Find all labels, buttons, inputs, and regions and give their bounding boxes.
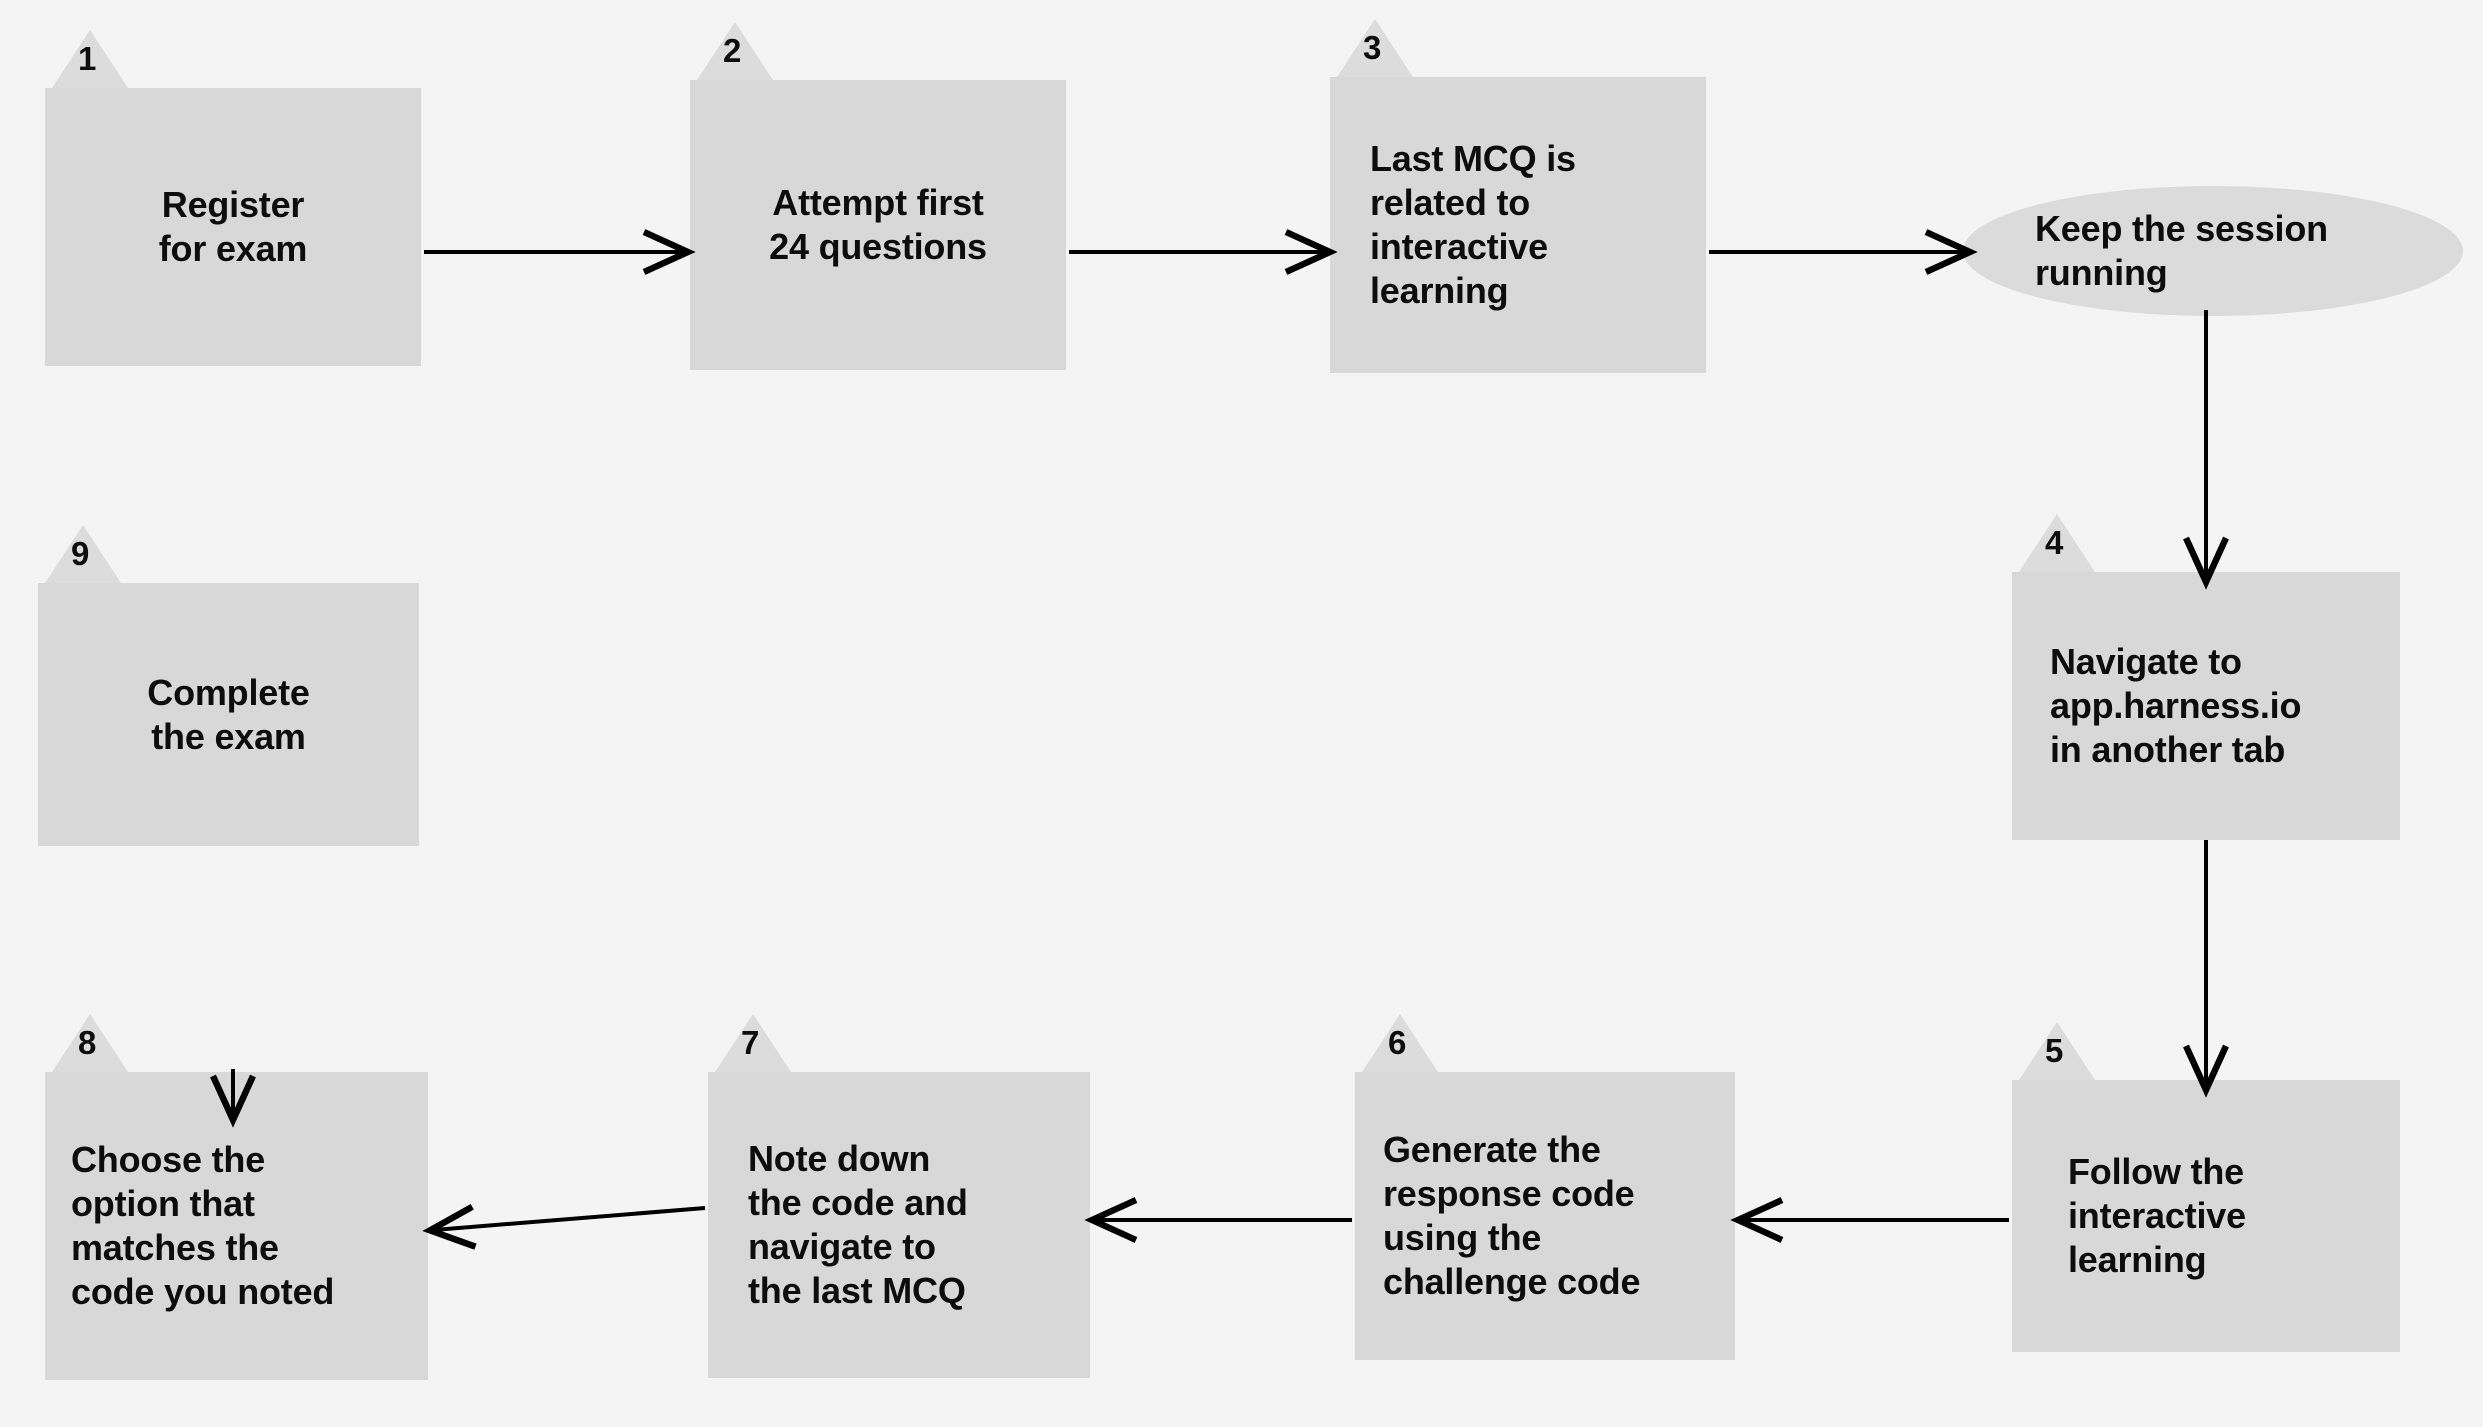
badge-number-8: 8 bbox=[78, 1024, 97, 1061]
node-label: Generate the response code using the cha… bbox=[1383, 1129, 1641, 1302]
node-label: Choose the option that matches the code … bbox=[71, 1139, 335, 1312]
node-label: Attempt first 24 questions bbox=[769, 182, 987, 267]
badge-triangle-9 bbox=[45, 525, 121, 583]
badge-number-6: 6 bbox=[1388, 1024, 1407, 1061]
node-label: Keep the session running bbox=[2035, 208, 2328, 293]
node-keep-the-session-running[interactable]: Keep the session running bbox=[1963, 186, 2463, 316]
node-label: Follow the interactive learning bbox=[2068, 1151, 2246, 1280]
badge-triangle-6 bbox=[1362, 1014, 1438, 1072]
node-generate-response-code[interactable]: Generate the response code using the cha… bbox=[1355, 1072, 1735, 1360]
node-complete-the-exam[interactable]: Complete the exam bbox=[38, 583, 419, 846]
badge-number-7: 7 bbox=[741, 1024, 760, 1061]
node-register-for-exam[interactable]: Register for exam bbox=[45, 88, 421, 366]
badge-triangle-5 bbox=[2019, 1022, 2095, 1080]
node-follow-the-interactive-learning[interactable]: Follow the interactive learning bbox=[2012, 1080, 2400, 1352]
badge-number-5: 5 bbox=[2045, 1032, 2064, 1069]
badge-triangle-7 bbox=[715, 1014, 791, 1072]
badge-number-9: 9 bbox=[71, 535, 90, 572]
node-navigate-to-app-harness-io[interactable]: Navigate to app.harness.io in another ta… bbox=[2012, 572, 2400, 840]
node-label: Navigate to app.harness.io in another ta… bbox=[2050, 641, 2302, 770]
node-note-down-the-code[interactable]: Note down the code and navigate to the l… bbox=[708, 1072, 1090, 1378]
node-label: Note down the code and navigate to the l… bbox=[748, 1138, 968, 1311]
node-label: Complete the exam bbox=[147, 671, 310, 757]
badge-triangle-2 bbox=[697, 22, 773, 80]
node-label: Last MCQ is related to interactive learn… bbox=[1370, 138, 1576, 311]
badge-number-4: 4 bbox=[2045, 524, 2064, 561]
badge-triangle-8 bbox=[52, 1014, 128, 1072]
badge-triangle-1 bbox=[52, 30, 128, 88]
badge-triangle-4 bbox=[2019, 514, 2095, 572]
badge-number-2: 2 bbox=[723, 32, 742, 69]
node-choose-matching-option[interactable]: Choose the option that matches the code … bbox=[45, 1072, 428, 1380]
badge-triangle-3 bbox=[1337, 19, 1413, 77]
badge-number-3: 3 bbox=[1363, 29, 1382, 66]
badge-number-1: 1 bbox=[78, 40, 97, 77]
node-last-mcq-interactive-learning[interactable]: Last MCQ is related to interactive learn… bbox=[1330, 77, 1706, 373]
node-attempt-first-24-questions[interactable]: Attempt first 24 questions bbox=[690, 80, 1066, 370]
edge-n7-n8 bbox=[422, 1204, 706, 1250]
node-label: Register for exam bbox=[158, 184, 308, 269]
